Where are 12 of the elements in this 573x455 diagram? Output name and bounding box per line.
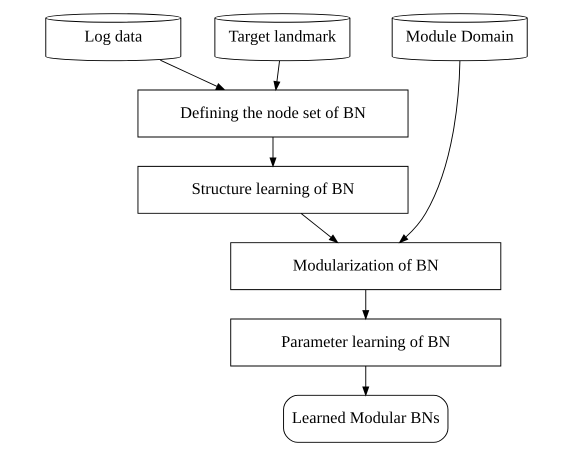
node-box: Defining the node set of BN (137, 89, 408, 137)
arrow (160, 59, 226, 90)
node-box: Structure learning of BN (137, 165, 408, 214)
arrow (362, 365, 370, 396)
node-box: Modularization of BN (230, 242, 502, 290)
arrow (273, 60, 280, 91)
arrow (398, 60, 460, 243)
arrow (269, 136, 277, 168)
arrow (362, 288, 370, 320)
arrow (300, 212, 339, 243)
node-box: Parameter learning of BN (230, 318, 502, 366)
node-box: Learned Modular BNs (283, 394, 448, 442)
